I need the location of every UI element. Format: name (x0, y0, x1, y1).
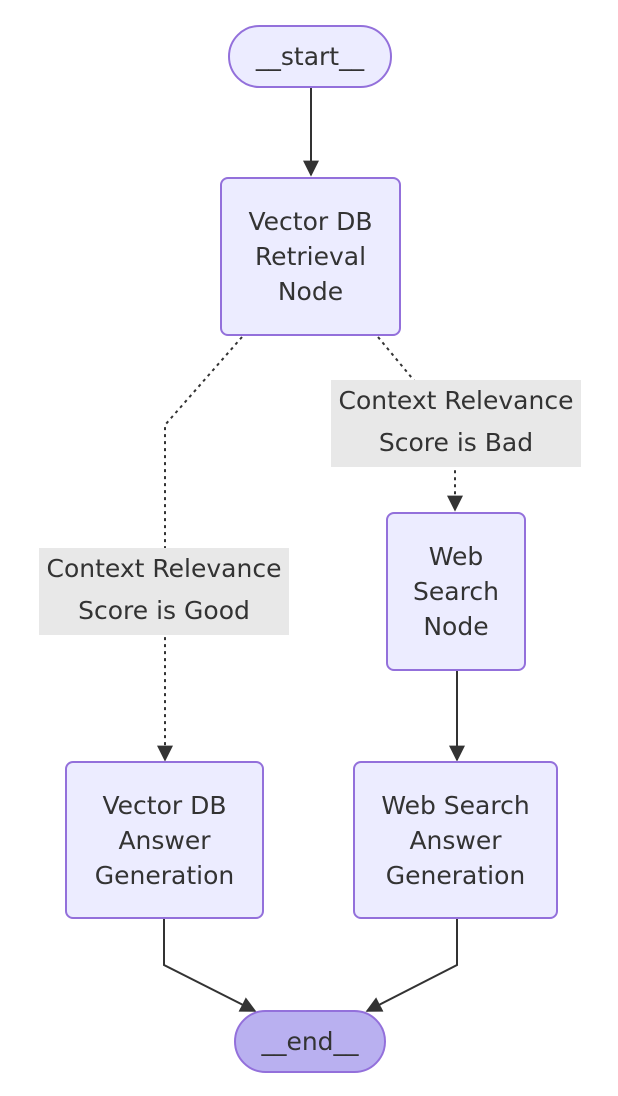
web-search-node[interactable]: Web Search Node (386, 512, 526, 671)
web-search-answer-node[interactable]: Web Search Answer Generation (353, 761, 558, 919)
web-search-label: Web Search Node (413, 542, 499, 641)
vector-db-answer-node[interactable]: Vector DB Answer Generation (65, 761, 264, 919)
vector-db-retrieval-label: Vector DB Retrieval Node (248, 207, 373, 306)
start-node[interactable]: __start__ (228, 25, 392, 88)
end-node[interactable]: __end__ (234, 1010, 386, 1073)
start-node-label: __start__ (255, 42, 365, 71)
web-search-answer-label: Web Search Answer Generation (381, 790, 530, 890)
edge-label-score-bad: Context Relevance Score is Bad (331, 380, 581, 467)
edge-label-score-good: Context Relevance Score is Good (39, 548, 289, 635)
vector-db-retrieval-node[interactable]: Vector DB Retrieval Node (220, 177, 401, 336)
end-node-label: __end__ (261, 1027, 359, 1056)
edge-vector-answer-to-end (163, 919, 257, 1012)
vector-db-answer-label: Vector DB Answer Generation (94, 790, 235, 890)
edge-web-answer-to-end (365, 919, 458, 1012)
